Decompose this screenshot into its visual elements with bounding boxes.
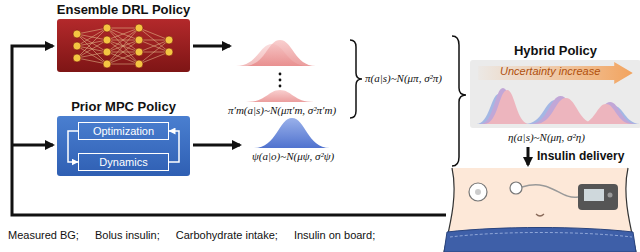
box-text: Dynamics: [99, 156, 147, 168]
input-list: Measured BG; Bolus insulin; Carbohydrate i…: [8, 229, 375, 241]
formula-label: π(a|s)~N(μπ, σ²π): [365, 72, 442, 84]
box-text: Optimization: [93, 125, 154, 137]
formula-label: π′m(a|s)~N(μπ′m, σ²π′m): [228, 104, 336, 116]
braces: [350, 36, 466, 166]
prior-gaussian: [254, 118, 330, 148]
patient-illustration: [444, 168, 636, 252]
loop-arrow: [169, 131, 179, 162]
neural-network-icon: [57, 19, 190, 72]
hybrid-box: Hybrid PolicyUncertainty increase: [470, 60, 640, 128]
input-label: Measured BG;: [8, 229, 79, 241]
policy-box: Prior MPC PolicyOptimizationDynamics: [57, 116, 190, 176]
process-box: Dynamics: [78, 153, 169, 171]
uncertainty-label: Uncertainty increase: [500, 65, 600, 77]
ensemble-gaussians: [236, 40, 316, 102]
box-heading: Ensemble DRL Policy: [57, 2, 190, 17]
arrow-label: Insulin delivery: [537, 149, 624, 163]
input-label: Carbohydrate intake;: [176, 229, 278, 241]
input-label: Insulin on board;: [294, 229, 375, 241]
formula-label: η(a|s)~N(μη, σ²η): [508, 131, 585, 143]
input-label: Bolus insulin;: [95, 229, 160, 241]
formula-label: ψ(a|o)~N(μψ, σ²ψ): [252, 150, 334, 162]
box-heading: Hybrid Policy: [514, 43, 597, 58]
process-box: Optimization: [78, 122, 169, 140]
loop-arrow: [68, 131, 78, 162]
box-heading: Prior MPC Policy: [71, 99, 176, 114]
policy-box: Ensemble DRL Policy: [57, 19, 190, 72]
